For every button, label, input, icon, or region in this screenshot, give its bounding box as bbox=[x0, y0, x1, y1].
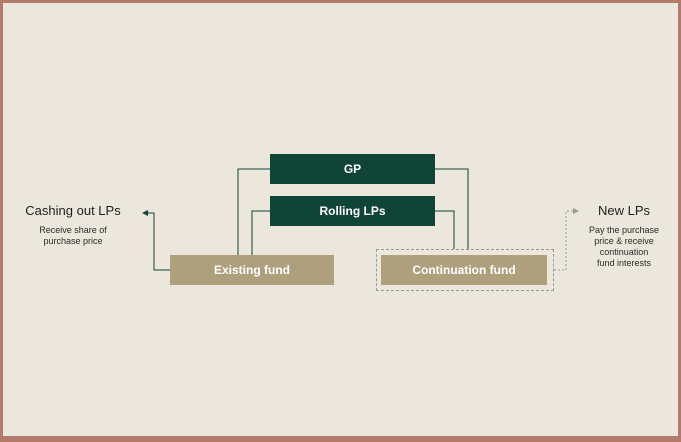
new-lps-description: Pay the purchase price & receive continu… bbox=[581, 225, 667, 269]
rolling-continuation-connector bbox=[435, 210, 455, 249]
continuation-newlps-arrow bbox=[554, 208, 579, 271]
newlps-desc-line: fund interests bbox=[596, 258, 652, 268]
existing-fund-node: Existing fund bbox=[170, 255, 334, 285]
rolling-lps-label: Rolling LPs bbox=[319, 204, 386, 218]
new-lps-title: New LPs bbox=[597, 203, 651, 218]
newlps-desc-line: price & receive bbox=[594, 236, 654, 246]
existing-fund-label: Existing fund bbox=[214, 263, 290, 277]
rolling-existing-connector bbox=[251, 210, 270, 255]
connector-lines bbox=[142, 168, 579, 271]
cashing-desc-line: purchase price bbox=[43, 236, 103, 246]
newlps-desc-line: Pay the purchase bbox=[588, 225, 660, 235]
gp-node: GP bbox=[270, 154, 435, 184]
cashing-out-lps-description: Receive share of purchase price bbox=[24, 225, 122, 247]
rolling-lps-node: Rolling LPs bbox=[270, 196, 435, 226]
gp-label: GP bbox=[343, 162, 362, 176]
existing-cashing-arrow bbox=[142, 210, 170, 271]
gp-existing-connector bbox=[237, 168, 270, 255]
cashing-desc-line: Receive share of bbox=[39, 225, 107, 235]
continuation-fund-label: Continuation fund bbox=[412, 263, 516, 277]
continuation-fund-node: Continuation fund bbox=[381, 255, 547, 285]
continuation-fund-outline bbox=[376, 249, 554, 291]
gp-continuation-connector bbox=[435, 168, 469, 249]
cashing-out-lps-title: Cashing out LPs bbox=[25, 203, 121, 218]
newlps-desc-line: continuation bbox=[599, 247, 649, 257]
